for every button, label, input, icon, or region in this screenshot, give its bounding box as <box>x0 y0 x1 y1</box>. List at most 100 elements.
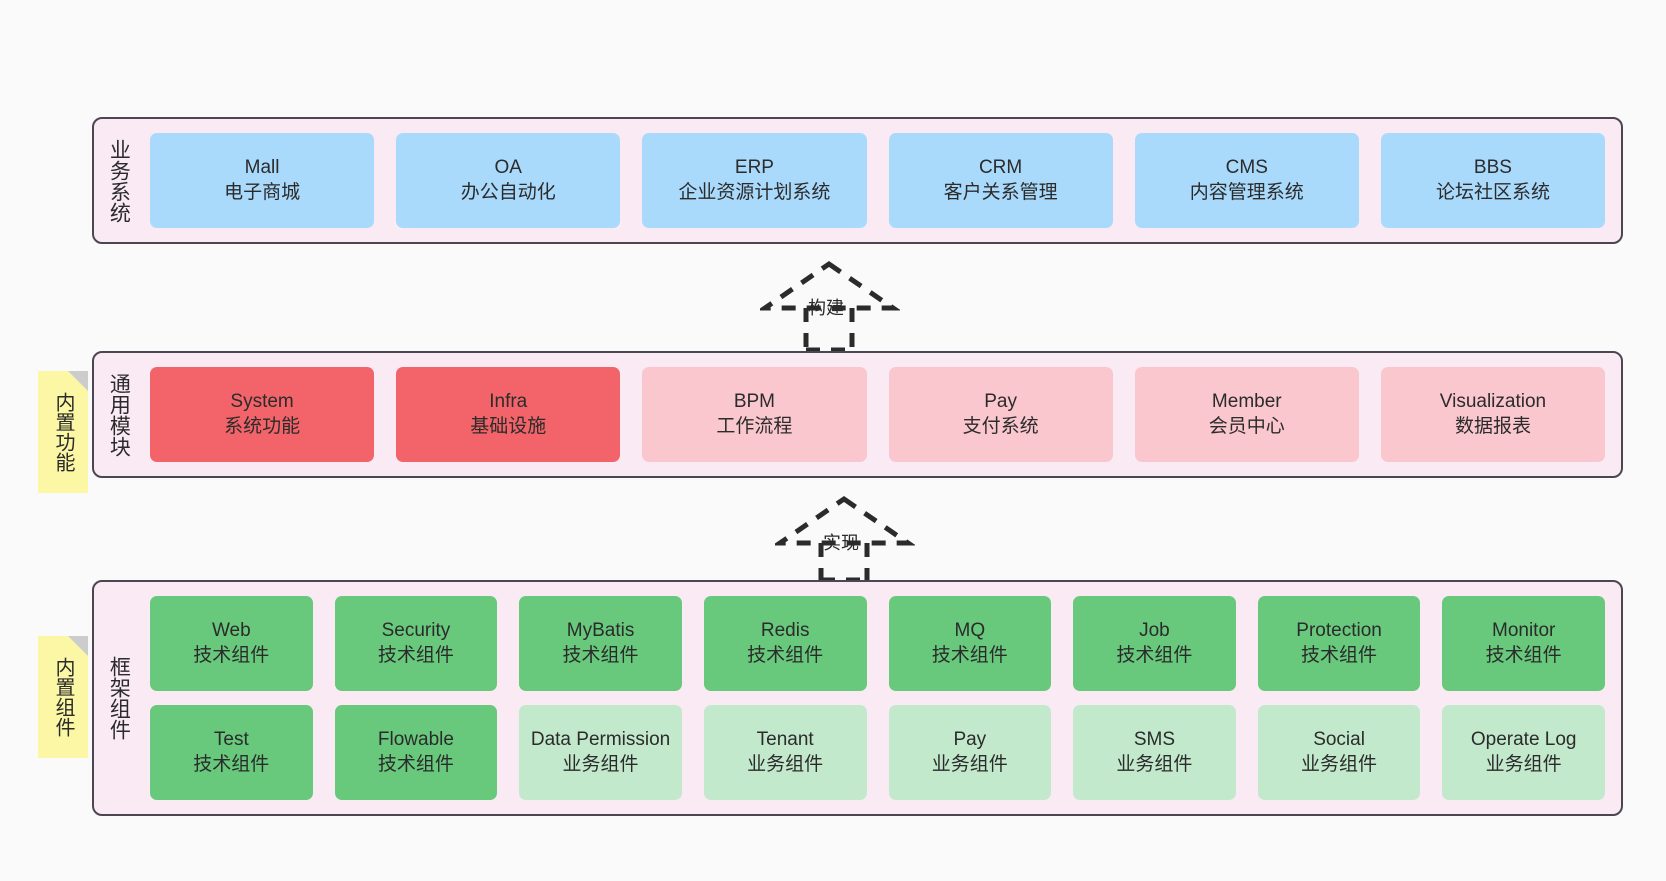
card-subtitle: 电子商城 <box>224 181 301 203</box>
card-web[interactable]: Web 技术组件 <box>150 596 313 691</box>
card-subtitle: 内容管理系统 <box>1189 181 1304 203</box>
card-job[interactable]: Job 技术组件 <box>1073 596 1236 691</box>
layer-body-framework-component: Web 技术组件 Security 技术组件 MyBatis 技术组件 Redi… <box>142 582 1621 814</box>
card-subtitle: 技术组件 <box>1485 644 1562 666</box>
card-subtitle: 业务组件 <box>1301 753 1378 775</box>
card-pay[interactable]: Pay 支付系统 <box>888 367 1113 462</box>
card-row: Test 技术组件 Flowable 技术组件 Data Permission … <box>150 705 1605 800</box>
card-subtitle: 技术组件 <box>193 753 270 775</box>
layer-title-business-system: 业务系统 <box>107 138 131 223</box>
connector-label-implement: 实现 <box>823 533 859 553</box>
card-sms[interactable]: SMS 业务组件 <box>1073 705 1236 800</box>
card-title: BPM <box>733 391 776 413</box>
card-row: Web 技术组件 Security 技术组件 MyBatis 技术组件 Redi… <box>150 596 1605 691</box>
card-subtitle: 技术组件 <box>377 753 454 775</box>
card-bbs[interactable]: BBS 论坛社区系统 <box>1380 133 1606 228</box>
card-title: Tenant <box>756 729 814 751</box>
card-flowable[interactable]: Flowable 技术组件 <box>334 705 498 800</box>
card-title: Pay <box>984 391 1017 413</box>
card-subtitle: 技术组件 <box>562 644 639 666</box>
layer-title-common-module: 通用模块 <box>107 372 131 457</box>
card-title: Member <box>1211 391 1282 413</box>
card-subtitle: 支付系统 <box>962 415 1039 437</box>
generalization-arrow-icon <box>760 260 900 353</box>
connector-implement: 实现 <box>775 493 915 583</box>
card-subtitle: 业务组件 <box>1485 753 1562 775</box>
card-title: OA <box>494 157 522 179</box>
card-system[interactable]: System 系统功能 <box>150 367 375 462</box>
card-title: Visualization <box>1439 391 1547 413</box>
card-security[interactable]: Security 技术组件 <box>334 596 498 691</box>
note-label: 内置功能 <box>52 392 74 472</box>
card-subtitle: 业务组件 <box>562 753 639 775</box>
card-subtitle: 业务组件 <box>747 753 824 775</box>
card-oa[interactable]: OA 办公自动化 <box>396 133 621 228</box>
card-title: Flowable <box>377 729 454 751</box>
connector-build: 构建 <box>760 258 900 353</box>
card-title: Protection <box>1296 620 1382 642</box>
card-title: SMS <box>1133 729 1176 751</box>
card-redis[interactable]: Redis 技术组件 <box>703 596 867 691</box>
card-cms[interactable]: CMS 内容管理系统 <box>1134 133 1359 228</box>
card-subtitle: 基础设施 <box>470 415 547 437</box>
card-monitor[interactable]: Monitor 技术组件 <box>1442 596 1605 691</box>
card-visualization[interactable]: Visualization 数据报表 <box>1380 367 1606 462</box>
layer-common-module: 通用模块 System 系统功能 Infra 基础设施 BPM 工作流程 Pay… <box>92 351 1623 478</box>
card-row: Mall 电子商城 OA 办公自动化 ERP 企业资源计划系统 CRM 客户关系… <box>150 133 1606 228</box>
card-subtitle: 技术组件 <box>1116 644 1193 666</box>
layer-framework-component: 框架组件 Web 技术组件 Security 技术组件 MyBatis 技术组件… <box>92 580 1623 816</box>
layer-business-system: 业务系统 Mall 电子商城 OA 办公自动化 ERP 企业资源计划系统 CRM… <box>92 117 1623 244</box>
card-title: MyBatis <box>566 620 635 642</box>
page-fold-icon <box>68 636 88 656</box>
card-social[interactable]: Social 业务组件 <box>1257 705 1421 800</box>
card-title: Redis <box>760 620 810 642</box>
card-crm[interactable]: CRM 客户关系管理 <box>888 133 1113 228</box>
card-title: Pay <box>953 729 987 751</box>
card-test[interactable]: Test 技术组件 <box>150 705 313 800</box>
card-title: Test <box>213 729 249 751</box>
card-subtitle: 技术组件 <box>377 644 454 666</box>
card-mq[interactable]: MQ 技术组件 <box>888 596 1052 691</box>
card-subtitle: 业务组件 <box>1116 753 1193 775</box>
card-title: ERP <box>734 157 774 179</box>
card-mall[interactable]: Mall 电子商城 <box>150 133 375 228</box>
card-title: BBS <box>1473 157 1512 179</box>
card-subtitle: 论坛社区系统 <box>1435 181 1550 203</box>
page-fold-icon <box>68 371 88 391</box>
card-tenant[interactable]: Tenant 业务组件 <box>703 705 867 800</box>
card-member[interactable]: Member 会员中心 <box>1134 367 1359 462</box>
layer-body-business-system: Mall 电子商城 OA 办公自动化 ERP 企业资源计划系统 CRM 客户关系… <box>142 119 1621 242</box>
card-bpm[interactable]: BPM 工作流程 <box>642 367 867 462</box>
card-title: Security <box>381 620 451 642</box>
card-subtitle: 办公自动化 <box>460 181 556 203</box>
note-builtin-feature: 内置功能 <box>38 371 88 493</box>
card-protection[interactable]: Protection 技术组件 <box>1257 596 1421 691</box>
card-mybatis[interactable]: MyBatis 技术组件 <box>519 596 682 691</box>
card-title: Social <box>1313 729 1365 751</box>
card-operate-log[interactable]: Operate Log 业务组件 <box>1442 705 1605 800</box>
card-subtitle: 企业资源计划系统 <box>678 181 831 203</box>
connector-label-build: 构建 <box>808 298 844 318</box>
card-pay-business[interactable]: Pay 业务组件 <box>888 705 1052 800</box>
card-subtitle: 技术组件 <box>931 644 1008 666</box>
note-builtin-component: 内置组件 <box>38 636 88 758</box>
layer-body-common-module: System 系统功能 Infra 基础设施 BPM 工作流程 Pay 支付系统… <box>142 353 1621 476</box>
card-title: Data Permission <box>530 729 671 751</box>
card-subtitle: 业务组件 <box>931 753 1008 775</box>
card-data-permission[interactable]: Data Permission 业务组件 <box>519 705 682 800</box>
card-subtitle: 客户关系管理 <box>943 181 1058 203</box>
card-subtitle: 技术组件 <box>747 644 824 666</box>
card-erp[interactable]: ERP 企业资源计划系统 <box>642 133 867 228</box>
card-title: Web <box>211 620 251 642</box>
card-infra[interactable]: Infra 基础设施 <box>396 367 621 462</box>
card-subtitle: 工作流程 <box>716 415 793 437</box>
card-title: Operate Log <box>1470 729 1577 751</box>
card-subtitle: 技术组件 <box>1301 644 1378 666</box>
card-title: CRM <box>978 157 1023 179</box>
card-subtitle: 会员中心 <box>1208 415 1285 437</box>
card-title: MQ <box>954 620 986 642</box>
card-title: System <box>230 391 294 413</box>
card-subtitle: 技术组件 <box>193 644 270 666</box>
layer-title-framework-component: 框架组件 <box>107 656 131 740</box>
